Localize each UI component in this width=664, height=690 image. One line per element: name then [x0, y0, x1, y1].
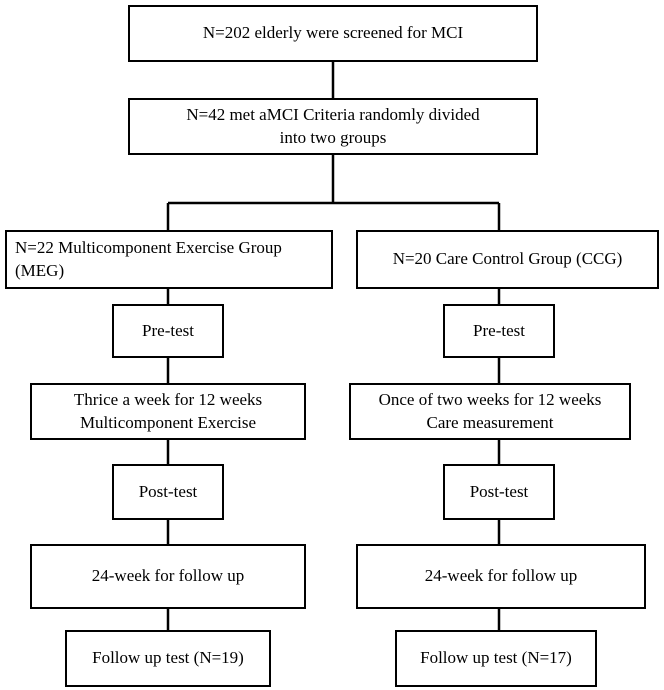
ccg-followup-test-box: Follow up test (N=17)	[395, 630, 597, 687]
randomization-box: N=42 met aMCI Criteria randomly divided …	[128, 98, 538, 155]
meg-group-box: N=22 Multicomponent Exercise Group (MEG)	[5, 230, 333, 289]
screening-text: N=202 elderly were screened for MCI	[202, 23, 464, 43]
ccg-group-box: N=20 Care Control Group (CCG)	[356, 230, 659, 289]
randomization-text: N=42 met aMCI Criteria randomly divided …	[186, 104, 479, 148]
ccg-group-text: N=20 Care Control Group (CCG)	[392, 249, 623, 269]
meg-intervention-box: Thrice a week for 12 weeks Multicomponen…	[30, 383, 306, 440]
meg-pretest-text: Pre-test	[142, 320, 194, 340]
ccg-followup-period-text: 24-week for follow up	[424, 566, 578, 586]
ccg-posttest-text: Post-test	[469, 481, 529, 501]
ccg-pretest-text: Pre-test	[473, 320, 525, 340]
ccg-intervention-line1: Once of two weeks for 12 weeks	[378, 390, 602, 410]
ccg-intervention-box: Once of two weeks for 12 weeks Care meas…	[349, 383, 631, 440]
ccg-pretest-box: Pre-test	[443, 304, 555, 358]
meg-intervention-line1: Thrice a week for 12 weeks	[73, 390, 263, 410]
ccg-followup-period-box: 24-week for follow up	[356, 544, 646, 609]
randomization-line2: into two groups	[279, 127, 387, 147]
meg-posttest-box: Post-test	[112, 464, 224, 520]
ccg-posttest-box: Post-test	[443, 464, 555, 520]
meg-intervention-line2: Multicomponent Exercise	[79, 412, 257, 432]
ccg-intervention-text: Once of two weeks for 12 weeks Care meas…	[379, 389, 602, 433]
meg-followup-test-box: Follow up test (N=19)	[65, 630, 271, 687]
meg-group-line1: N=22 Multicomponent Exercise Group	[15, 238, 282, 258]
ccg-intervention-line2: Care measurement	[426, 412, 554, 432]
meg-intervention-text: Thrice a week for 12 weeks Multicomponen…	[74, 389, 262, 433]
randomization-line1: N=42 met aMCI Criteria randomly divided	[186, 105, 480, 125]
screening-box: N=202 elderly were screened for MCI	[128, 5, 538, 62]
meg-pretest-box: Pre-test	[112, 304, 224, 358]
ccg-followup-test-text: Follow up test (N=17)	[420, 648, 572, 668]
meg-followup-period-text: 24-week for follow up	[91, 566, 245, 586]
meg-followup-period-box: 24-week for follow up	[30, 544, 306, 609]
meg-followup-test-text: Follow up test (N=19)	[92, 648, 244, 668]
meg-group-text: N=22 Multicomponent Exercise Group (MEG)	[15, 237, 282, 281]
meg-posttest-text: Post-test	[138, 481, 198, 501]
meg-group-line2: (MEG)	[15, 260, 65, 280]
